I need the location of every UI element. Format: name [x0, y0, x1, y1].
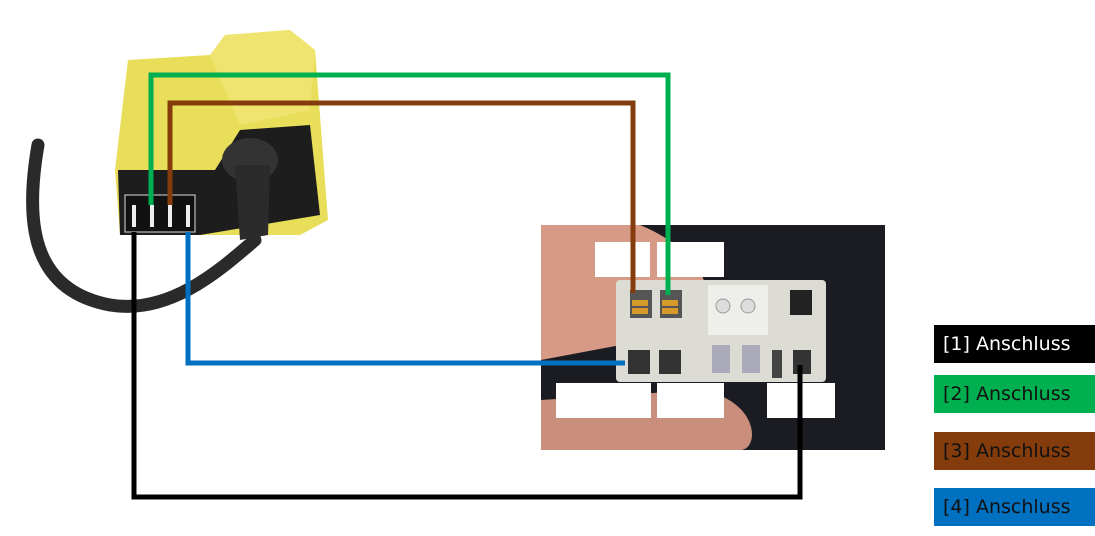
legend-item-3: [3] Anschluss: [934, 432, 1095, 470]
legend-label: [4] Anschluss: [943, 496, 1071, 518]
legend-label: [2] Anschluss: [943, 383, 1071, 405]
wire-blue: [185, 232, 625, 366]
label-box: [657, 383, 724, 418]
legend-label: [1] Anschluss: [943, 333, 1071, 355]
device-connector: [124, 194, 196, 233]
wire-black: [131, 232, 803, 500]
legend-label: [3] Anschluss: [943, 440, 1071, 462]
legend-item-2: [2] Anschluss: [934, 375, 1095, 413]
wire-green: [148, 72, 671, 295]
legend-item-1: [1] Anschluss: [934, 325, 1095, 363]
vehicle-connector-photo: [541, 225, 885, 450]
device-cable: [26, 138, 262, 313]
wire-brown: [167, 100, 636, 293]
legend-item-4: [4] Anschluss: [934, 488, 1095, 526]
label-box: [595, 242, 650, 277]
yellow-control-unit: [115, 30, 328, 240]
label-box: [556, 383, 651, 418]
